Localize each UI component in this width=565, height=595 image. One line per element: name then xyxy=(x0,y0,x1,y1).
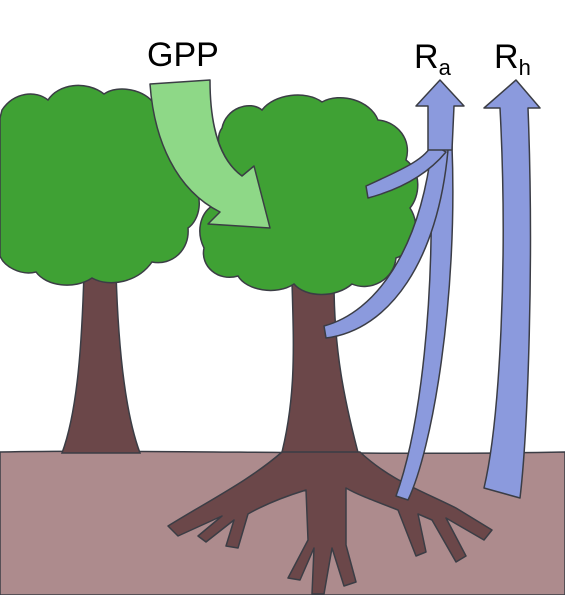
right-tree-trunk xyxy=(279,281,361,461)
ra-label-main: R xyxy=(414,38,439,76)
ra-label-subscript: a xyxy=(438,55,451,80)
ra-label: Ra xyxy=(414,38,451,79)
rh-label-main: R xyxy=(494,38,519,76)
ra-arrow-head xyxy=(415,79,465,151)
rh-arrow xyxy=(483,79,541,499)
right-tree-canopy xyxy=(199,94,419,296)
rh-label: Rh xyxy=(494,38,531,79)
rh-label-subscript: h xyxy=(518,55,531,80)
ra-arrow-canopy-tail xyxy=(365,143,447,199)
gpp-label: GPP xyxy=(147,36,219,74)
gpp-arrow xyxy=(149,79,271,229)
ra-arrow xyxy=(323,79,465,501)
left-tree-trunk xyxy=(60,271,142,454)
